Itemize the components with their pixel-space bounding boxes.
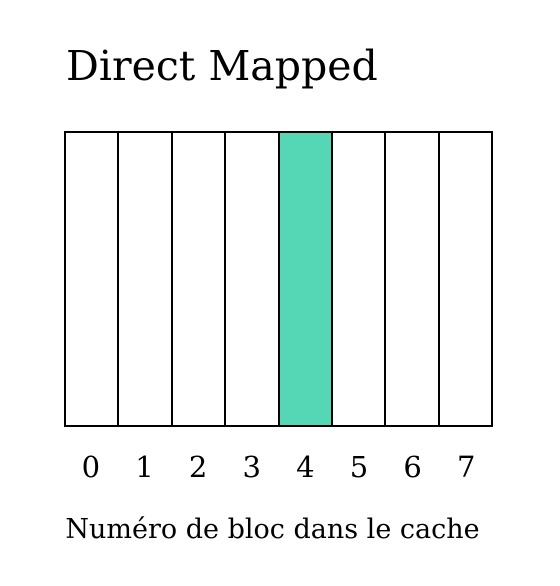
diagram-title: Direct Mapped [66, 42, 378, 90]
cache-block-3 [226, 133, 280, 425]
cache-block-0 [66, 133, 120, 425]
block-label-4: 4 [296, 450, 315, 484]
axis-caption: Numéro de bloc dans le cache [65, 514, 480, 545]
cache-block-grid [64, 131, 493, 427]
cache-block-6 [386, 133, 440, 425]
block-label-2: 2 [188, 450, 208, 484]
cache-block-2 [172, 133, 227, 425]
block-label-3: 3 [242, 450, 261, 484]
block-label-5: 5 [349, 450, 369, 484]
block-label-7: 7 [456, 450, 476, 484]
cache-block-1 [119, 133, 173, 425]
block-label-0: 0 [81, 450, 101, 484]
block-label-6: 6 [403, 450, 422, 484]
block-label-1: 1 [135, 450, 154, 484]
cache-block-4 [279, 133, 333, 425]
cache-block-7 [439, 133, 491, 425]
cache-block-5 [332, 133, 387, 425]
